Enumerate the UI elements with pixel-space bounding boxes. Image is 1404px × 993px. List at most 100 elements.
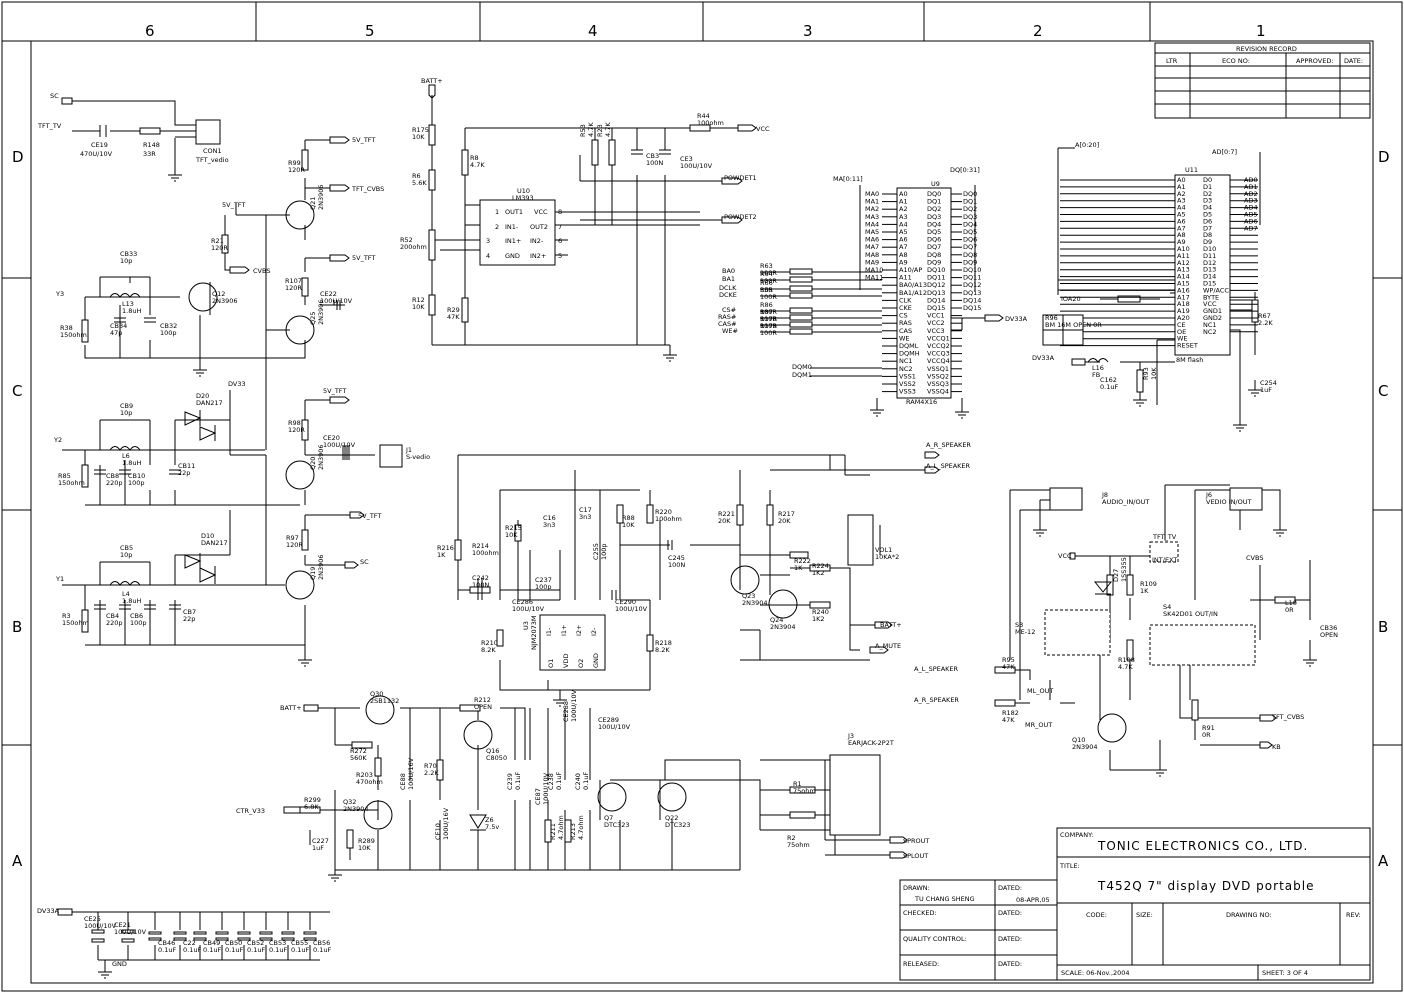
ad-net-6: AD6 [1244, 217, 1258, 225]
cb10-ref: CB10 [128, 472, 145, 480]
cb55-val: 0.1uF [291, 946, 309, 954]
cb11-val: 22p [178, 469, 190, 477]
u11-pin-a8: A8 [1177, 231, 1186, 239]
u3-pin-o1: O1 [547, 659, 555, 668]
u11-pin-a20: A20 [1177, 314, 1190, 322]
u9-pin-vcc3: VCC3 [927, 327, 945, 335]
r29-val: 47K [447, 313, 460, 321]
u9-pin-ras: RAS [899, 319, 912, 327]
ce286-ref: CE286 [512, 598, 533, 606]
s3-val: ME-12 [1015, 628, 1035, 636]
c245-ref: C245 [668, 554, 685, 562]
net-cvbs-right: CVBS [1246, 554, 1263, 562]
u10-num-3: 3 [486, 237, 490, 245]
r218-val: 8.2K [655, 646, 670, 654]
cb4-ref: CB4 [106, 612, 119, 620]
l4-val: 1.8uH [122, 597, 141, 605]
u10-num-7: 7 [558, 223, 562, 231]
ma-net-8: MA8 [865, 251, 879, 259]
net-kb: KB [1272, 743, 1281, 751]
r2-ref: R2 [787, 834, 796, 842]
u9-pin-dq3: DQ3 [927, 213, 941, 221]
ce25-val: 100U/10V [84, 922, 117, 930]
r96-val: BM 16M OPEN 0R [1045, 321, 1102, 329]
u9-pin-vccq2: VCCQ2 [927, 342, 950, 350]
cb34-val: 47p [110, 329, 122, 337]
r23-ref: R23 [596, 124, 604, 137]
l10-ref: L10 [1285, 599, 1297, 607]
u9-pin-vss2: VSS2 [899, 380, 916, 388]
cb9-val: 10p [120, 409, 132, 417]
u10-pin-in2m: IN2- [530, 237, 544, 245]
net-int-ext: INT/EXT [1152, 556, 1177, 564]
q7-ref: Q7 [604, 814, 613, 822]
u11-pin-d6: D6 [1203, 217, 1212, 225]
d27-val: 1SS355 [1120, 557, 1128, 582]
cb4-val: 220p [106, 619, 123, 627]
u9-ref: U9 [931, 180, 940, 188]
r67-ref: R67 [1258, 312, 1271, 320]
ce25-ref: CE25 [84, 915, 101, 923]
ce3-val: 100U/10V [680, 162, 713, 170]
q23-ref: Q23 [742, 592, 755, 600]
ma-net-4: MA4 [865, 220, 879, 228]
j6-ref: J6 [1205, 491, 1212, 499]
u11-pin-a3: A3 [1177, 197, 1186, 205]
r215-val: 10K [505, 531, 518, 539]
r88-ref: R88 [622, 514, 635, 522]
r93-ref: R93 [1142, 367, 1150, 380]
q20-ref: Q20 [309, 457, 317, 470]
r97-val: 120R [286, 541, 303, 549]
u9-pin-dq12: DQ12 [927, 281, 945, 289]
u9-pin-dq10: DQ10 [927, 266, 945, 274]
z6-ref: Z6 [485, 816, 494, 824]
bus-a: A[0:20] [1075, 141, 1099, 149]
q12-val: 2N3906 [212, 297, 238, 305]
dq-net-13: DQ13 [963, 289, 981, 297]
net-5v-tft-5: 5V_TFT [358, 512, 381, 520]
net-dqm1: DQM1 [792, 371, 812, 379]
grid-row-a-right: A [1378, 852, 1389, 870]
grid-row-c-right: C [1378, 382, 1388, 400]
u3-pin-i2m: I2- [590, 627, 598, 636]
u9-pin-clk: CLK [899, 296, 912, 304]
c238-ref: C238 [547, 773, 555, 790]
cb7-val: 22p [183, 615, 195, 623]
ma-net-7: MA7 [865, 243, 879, 251]
ce87-val: 100U/10V [542, 772, 550, 805]
r38-val: 150ohm [60, 331, 87, 339]
c242-ref: C242 [472, 574, 489, 582]
r63-val: 100R [760, 269, 777, 277]
u9-pin-a3: A3 [899, 213, 908, 221]
u9-pin-dq13: DQ13 [927, 289, 945, 297]
net-tft-tv-left: TFT_TV [37, 122, 62, 130]
r182-val: 47K [1002, 716, 1015, 724]
net-mr-out: MR_OUT [1025, 721, 1052, 729]
net-dqm0: DQM0 [792, 363, 812, 371]
r66-ref: R66 [760, 279, 773, 287]
u9-pin-a1: A1 [899, 198, 908, 206]
u9-pin-vcc1: VCC1 [927, 312, 945, 320]
c17-val: 3n3 [579, 513, 591, 521]
u9-right-pins: DQ0DQ1DQ2DQ3DQ4DQ5DQ6DQ7DQ8DQ9DQ10DQ11DQ… [927, 190, 962, 396]
j6-val: VEDIO IN/OUT [1206, 498, 1252, 506]
c245-val: 100N [668, 561, 685, 569]
c22-ref: C22 [183, 939, 196, 947]
cb46-ref: CB46 [158, 939, 175, 947]
cb6-val: 100p [130, 619, 147, 627]
r212-val: OPEN [474, 703, 492, 711]
ce10-ref: CE10 [434, 823, 442, 840]
r148-val: 33R [143, 150, 156, 158]
u9-pin-dq5: DQ5 [927, 228, 941, 236]
j1-val: S-vedio [406, 453, 430, 461]
r12-ref: R12 [412, 296, 425, 304]
net-cvbs: CVBS [253, 267, 270, 275]
r65-val: 100R [760, 293, 777, 301]
revision-record: REVISION RECORD LTR ECO NO: APPROVED: DA… [1154, 42, 1371, 119]
cb50-val: 0.1uF [225, 946, 243, 954]
r107-val: 120R [285, 284, 302, 292]
u9-pin-nc1: NC1 [899, 357, 913, 365]
grid-col-4: 4 [588, 22, 598, 40]
u3-pin-vdd: VDD [562, 654, 570, 668]
net-y1: Y1 [55, 575, 64, 583]
